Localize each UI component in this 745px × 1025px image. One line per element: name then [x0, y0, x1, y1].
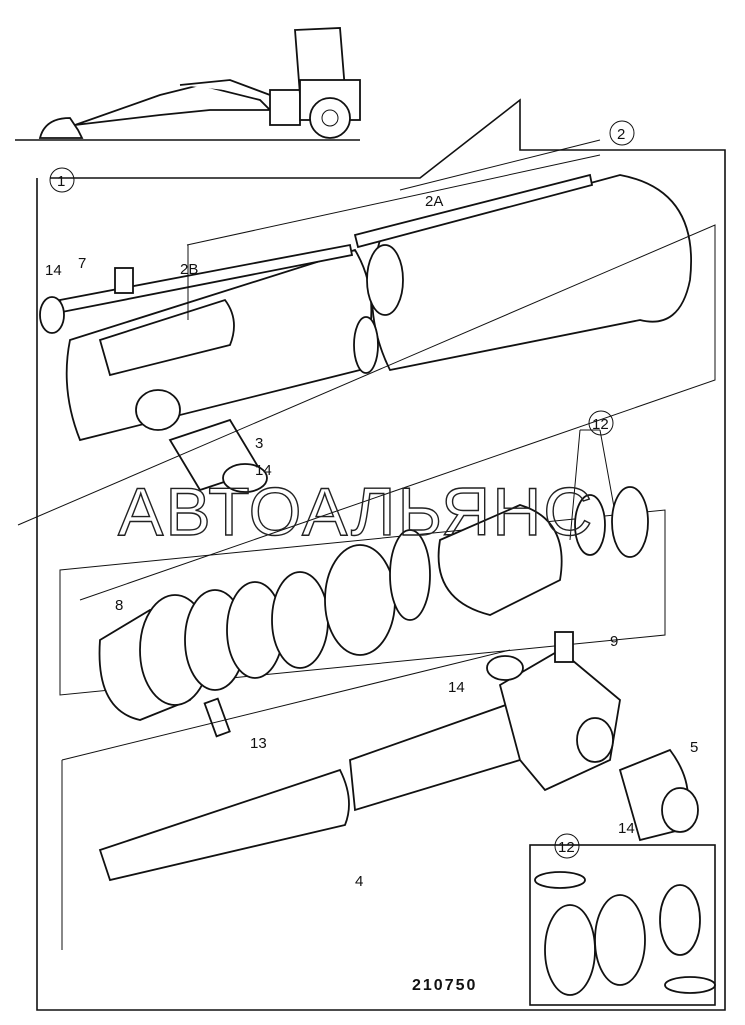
callout-5: 5 — [690, 739, 698, 756]
callout-12-upper: 12 — [588, 410, 614, 436]
seal-kit-box — [529, 844, 716, 1006]
callout-3: 3 — [255, 435, 263, 452]
callout-9: 9 — [610, 633, 618, 650]
callout-14-barrel-bushing: 14 — [255, 462, 272, 479]
callout-2: 2 — [609, 120, 635, 146]
callout-2b: 2B — [180, 261, 198, 278]
callout-label: 2 — [617, 126, 625, 143]
backhoe-thumbnail — [15, 27, 361, 141]
callout-14-eye-bushing: 14 — [45, 262, 62, 279]
drawing-number: 210750 — [412, 977, 477, 994]
watermark: АВТОАЛЬЯНС — [118, 474, 594, 550]
callout-1: 1 — [49, 167, 75, 193]
callout-7: 7 — [78, 255, 86, 272]
callout-12-kit: 12 — [554, 833, 580, 859]
callout-14-rod-bushing: 14 — [618, 820, 635, 837]
cylinder-barrel — [39, 173, 692, 493]
callout-label: 12 — [558, 839, 575, 856]
callout-label: 1 — [57, 173, 65, 190]
callout-2a: 2A — [425, 193, 443, 210]
callout-4: 4 — [355, 873, 363, 890]
callout-8: 8 — [115, 597, 123, 614]
callout-14-rod-head: 14 — [448, 679, 465, 696]
piston-rod — [61, 631, 699, 950]
assembly-frame — [36, 98, 726, 1011]
piston-and-seals — [59, 486, 666, 738]
callout-13: 13 — [250, 735, 267, 752]
callout-label: 12 — [592, 416, 609, 433]
